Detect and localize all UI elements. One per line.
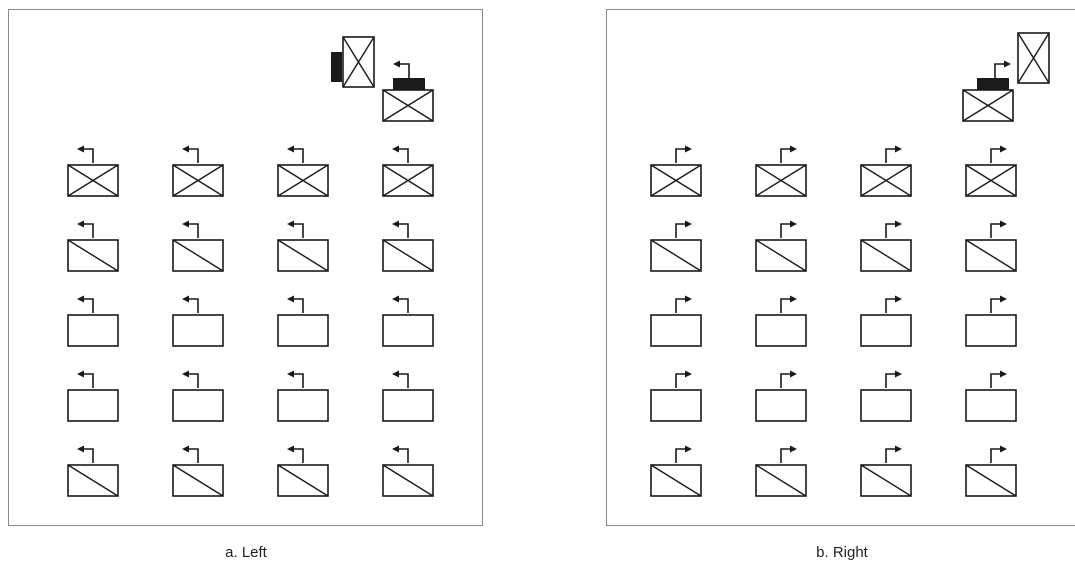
direction-arrow-r2-c1 [675,220,692,238]
direction-arrow-top-unit [994,60,1011,78]
desk-r1-c4 [382,164,434,197]
caption-right: b. Right [816,544,868,561]
direction-arrow-r5-c3 [287,445,304,463]
direction-arrow-r1-c4 [990,145,1007,163]
direction-arrow-r3-c4 [990,295,1007,313]
desk-r4-c2 [172,389,224,422]
desk-rotated-top [1017,32,1050,84]
direction-arrow-r5-c4 [392,445,409,463]
desk-r2-c3 [860,239,912,272]
desk-r2-c2 [755,239,807,272]
panel-left [8,9,483,526]
desk-r5-c2 [755,464,807,497]
direction-arrow-r3-c3 [287,295,304,313]
desk-r3-c3 [860,314,912,347]
seating-diagram-left [67,36,434,497]
direction-arrow-r2-c1 [77,220,94,238]
desk-r2-c1 [650,239,702,272]
desk-r1-c2 [755,164,807,197]
direction-arrow-r4-c1 [77,370,94,388]
panel-right [606,9,1075,526]
direction-arrow-r3-c3 [885,295,902,313]
direction-arrow-r1-c2 [182,145,199,163]
desk-r3-c3 [277,314,329,347]
desk-top-unit [382,89,434,122]
desk-r2-c4 [382,239,434,272]
direction-arrow-r5-c3 [885,445,902,463]
direction-arrow-r3-c1 [675,295,692,313]
direction-arrow-r5-c4 [990,445,1007,463]
desk-r1-c2 [172,164,224,197]
desk-rotated-top [342,36,375,88]
desk-r4-c1 [650,389,702,422]
direction-arrow-r2-c4 [990,220,1007,238]
direction-arrow-r4-c4 [990,370,1007,388]
desk-r5-c4 [965,464,1017,497]
desk-r5-c2 [172,464,224,497]
desk-r5-c1 [650,464,702,497]
direction-arrow-r4-c3 [287,370,304,388]
direction-arrow-r4-c3 [885,370,902,388]
desk-r5-c4 [382,464,434,497]
desk-r3-c2 [172,314,224,347]
direction-arrow-r1-c1 [675,145,692,163]
desk-r5-c3 [277,464,329,497]
direction-arrow-r3-c2 [182,295,199,313]
direction-arrow-r2-c3 [885,220,902,238]
desk-r3-c4 [965,314,1017,347]
direction-arrow-top-unit [393,60,410,78]
desk-r3-c2 [755,314,807,347]
direction-arrow-r2-c2 [780,220,797,238]
seating-diagram-right [650,32,1050,497]
desk-r4-c4 [965,389,1017,422]
caption-left: a. Left [225,544,267,561]
desk-top-unit [962,89,1014,122]
direction-arrow-r1-c3 [885,145,902,163]
desk-r2-c3 [277,239,329,272]
desk-r1-c1 [67,164,119,197]
chair-block-unit [977,78,1009,90]
direction-arrow-r1-c1 [77,145,94,163]
desk-r1-c1 [650,164,702,197]
desk-r1-c3 [277,164,329,197]
direction-arrow-r2-c3 [287,220,304,238]
direction-arrow-r3-c4 [392,295,409,313]
direction-arrow-r1-c2 [780,145,797,163]
chair-block-top [331,52,342,82]
direction-arrow-r3-c1 [77,295,94,313]
desk-r1-c3 [860,164,912,197]
desk-r2-c4 [965,239,1017,272]
direction-arrow-r2-c2 [182,220,199,238]
direction-arrow-r5-c1 [675,445,692,463]
direction-arrow-r4-c4 [392,370,409,388]
desk-r2-c1 [67,239,119,272]
chair-block-unit [393,78,425,90]
desk-r4-c3 [277,389,329,422]
direction-arrow-r2-c4 [392,220,409,238]
desk-r3-c4 [382,314,434,347]
direction-arrow-r4-c1 [675,370,692,388]
direction-arrow-r4-c2 [182,370,199,388]
direction-arrow-r5-c2 [182,445,199,463]
desk-r2-c2 [172,239,224,272]
direction-arrow-r1-c3 [287,145,304,163]
desk-r1-c4 [965,164,1017,197]
desk-r4-c4 [382,389,434,422]
desk-r5-c1 [67,464,119,497]
direction-arrow-r5-c2 [780,445,797,463]
desk-r3-c1 [67,314,119,347]
direction-arrow-r4-c2 [780,370,797,388]
direction-arrow-r1-c4 [392,145,409,163]
desk-r4-c2 [755,389,807,422]
desk-r4-c3 [860,389,912,422]
desk-r3-c1 [650,314,702,347]
desk-r4-c1 [67,389,119,422]
direction-arrow-r3-c2 [780,295,797,313]
direction-arrow-r5-c1 [77,445,94,463]
desk-r5-c3 [860,464,912,497]
